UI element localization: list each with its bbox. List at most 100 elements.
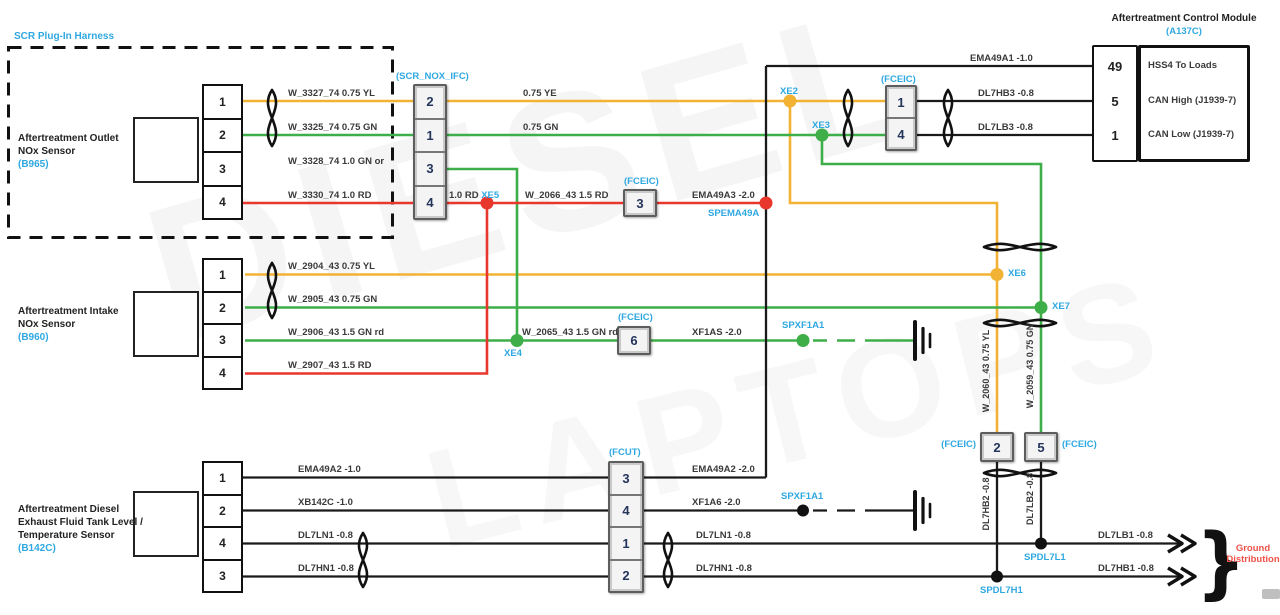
junction-label-xe4: XE4	[504, 348, 522, 359]
wire-label: DL7LB1 -0.8	[1098, 530, 1153, 541]
yellow-wires	[243, 99, 999, 432]
twist-fcut	[662, 531, 674, 589]
module-pin-49: 49	[1107, 59, 1123, 74]
wire-label: XF1A6 -2.0	[692, 497, 741, 508]
fceic-top-connector: 1 4	[885, 85, 917, 151]
wire-label: DL7HN1 -0.8	[298, 563, 354, 574]
arrow-dl7hb1-1	[1167, 566, 1184, 587]
wire-label: DL7HN1 -0.8	[696, 563, 752, 574]
eft-pin: 3	[204, 558, 241, 592]
twisted-pair-symbols	[266, 88, 1058, 589]
arrow-dl7lb1-1	[1167, 533, 1184, 554]
wire-label: W_3328_74 1.0 GN or	[288, 156, 385, 167]
wire-label: XB142C -1.0	[298, 497, 353, 508]
outlet-sensor-image-frame	[133, 117, 199, 183]
junction-label-xe2: XE2	[780, 86, 798, 97]
wire-label-vertical: DL7HB2 -0.8	[981, 477, 991, 531]
junction-dots	[480, 94, 1048, 583]
ground-distribution-label: Ground Distribution	[1226, 543, 1280, 565]
wire-w3328-drop	[447, 167, 519, 341]
wire-label: W_2905_43 0.75 GN	[288, 294, 378, 305]
fcut-pin: 4	[610, 493, 642, 527]
wire-label: DL7LN1 -0.8	[298, 530, 353, 541]
wire-label-vertical: W_2059_43 0.75 GN	[1025, 323, 1035, 409]
wire-label: W_2065_43 1.5 GN rd	[522, 327, 619, 338]
junction-xe6	[990, 268, 1004, 281]
eft-pin: 1	[219, 471, 226, 486]
fceic-top-label: (FCEIC)	[881, 74, 916, 85]
black-wires	[243, 64, 1180, 578]
fceic-2-label: (FCEIC)	[941, 439, 976, 450]
eft-sensor-image-frame	[133, 491, 199, 557]
junction-spxf1a1-bottom	[797, 504, 809, 517]
wire-label: 0.75 GN	[523, 122, 559, 133]
fceic-3-label: (FCEIC)	[624, 176, 659, 187]
fceic-6-pin: 6	[630, 333, 638, 348]
junction-xe7	[1034, 301, 1048, 314]
outlet-pin: 2	[204, 117, 241, 152]
module-title: Aftertreatment Control Module	[1111, 13, 1257, 24]
twist-can-right	[942, 88, 954, 148]
module-id: (A137C)	[1166, 26, 1202, 37]
wire-label: 0.75 YE	[523, 88, 557, 99]
scrollbar-chip[interactable]	[1262, 589, 1280, 599]
wire-label: W_2906_43 1.5 GN rd	[288, 327, 385, 338]
fcut-pin: 1	[610, 526, 642, 559]
outlet-sensor-connector: 1 2 3 4	[202, 84, 243, 220]
fceic-3-pin: 3	[636, 195, 644, 211]
green-wires	[243, 133, 1043, 432]
twist-can-left	[842, 88, 854, 148]
intake-sensor-connector: 1 2 3 4	[202, 258, 243, 390]
intake-sensor-name: Aftertreatment Intake NOx Sensor (B960)	[18, 306, 119, 343]
wire-label: DL7HB1 -0.8	[1098, 563, 1154, 574]
fceic-2-pin: 2	[993, 439, 1001, 455]
module-pin-1-label: CAN Low (J1939-7)	[1148, 129, 1235, 140]
outlet-sensor-id: (B965)	[18, 159, 49, 170]
arrow-dl7lb1-2	[1180, 533, 1197, 554]
fcut-pin: 2	[610, 558, 642, 592]
junction-label-spdl7l1: SPDL7L1	[1024, 552, 1066, 563]
junction-spema49a	[759, 196, 773, 210]
fceic-6-connector: 6	[617, 326, 651, 355]
eft-pin: 2	[204, 493, 241, 527]
fceic-top-pin: 1	[897, 94, 905, 110]
ground-arrows	[1167, 533, 1197, 587]
module-pin-5-label: CAN High (J1939-7)	[1148, 95, 1237, 106]
junction-xe2	[783, 94, 797, 108]
eft-sensor-id: (B142C)	[18, 543, 56, 554]
fceic-5-pin: 5	[1037, 439, 1045, 455]
wire-label: EMA49A1 -1.0	[970, 53, 1033, 64]
scr-nox-ifc-pin: 1	[415, 117, 445, 152]
fcut-connector: 3 4 1 2	[608, 461, 644, 593]
intake-sensor-id: (B960)	[18, 332, 49, 343]
outlet-sensor-name: Aftertreatment Outlet NOx Sensor (B965)	[18, 133, 119, 170]
junction-label-xe7: XE7	[1052, 301, 1070, 312]
scr-nox-ifc-connector: 2 1 3 4	[413, 84, 447, 220]
wire-label: DL7HB3 -0.8	[978, 88, 1034, 99]
red-wires	[243, 201, 766, 375]
wire-label: W_3330_74 1.0 RD	[288, 190, 372, 201]
wire-label-10rd: 1.0 RD XE5	[449, 190, 500, 201]
eft-sensor-name: Aftertreatment Diesel Exhaust Fluid Tank…	[18, 504, 143, 554]
fceic-5-label: (FCEIC)	[1062, 439, 1097, 450]
junction-xe3	[815, 128, 829, 142]
fcut-label: (FCUT)	[609, 447, 641, 458]
junction-xe4	[510, 334, 524, 347]
wire-xe3-branch	[820, 135, 1043, 432]
module-pin-49-label: HSS4 To Loads	[1148, 60, 1217, 71]
intake-pin: 2	[204, 290, 241, 324]
scr-nox-ifc-pin: 3	[415, 151, 445, 185]
fceic-3-connector: 3	[623, 189, 657, 217]
outlet-pin: 4	[204, 184, 241, 219]
wire-label: EMA49A2 -2.0	[692, 464, 755, 475]
module-box	[1138, 45, 1250, 162]
intake-pin: 3	[204, 323, 241, 356]
junction-label-spema49a: SPEMA49A	[708, 208, 760, 219]
wire-label: W_3325_74 0.75 GN	[288, 122, 378, 133]
wire-label-vertical: DL7LB2 -0.8	[1025, 473, 1035, 526]
fceic-2-connector: 2	[980, 432, 1014, 462]
junction-spdl7h1	[991, 570, 1003, 583]
junction-label-spdl7h1: SPDL7H1	[980, 585, 1023, 596]
eft-pin: 4	[204, 526, 241, 559]
